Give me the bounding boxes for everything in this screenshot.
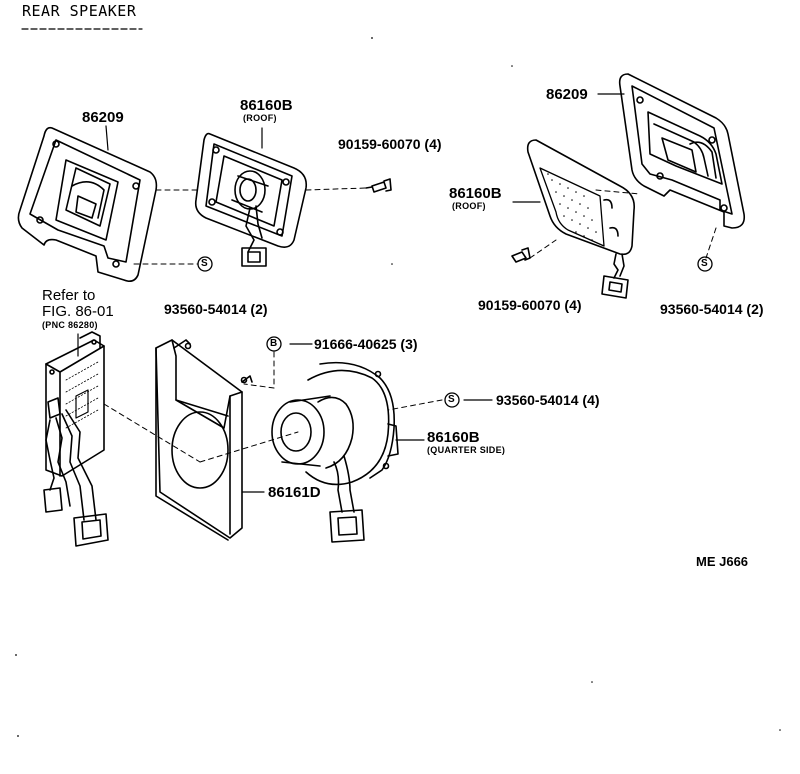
- badge-s-clip-left: S: [201, 258, 208, 269]
- label-speaker-roof-left: 86160B: [240, 97, 293, 114]
- screw-left-part: [365, 178, 392, 193]
- label-speaker-quarter-note: (QUARTER SIDE): [427, 445, 506, 455]
- speaker-roof-left-part: [194, 132, 308, 267]
- label-clip-right: 93560-54014 (2): [660, 301, 764, 317]
- reference-line-3: (PNC 86280): [42, 320, 98, 330]
- label-speaker-roof-left-note: (ROOF): [243, 113, 277, 123]
- screw-right-part: [511, 247, 531, 263]
- speaker-quarter-part: [271, 361, 399, 543]
- label-cover-left: 86209: [82, 109, 124, 126]
- label-bracket: 86161D: [268, 484, 321, 501]
- label-cover-right: 86209: [546, 86, 588, 103]
- label-speaker-roof-right-note: (ROOF): [452, 201, 486, 211]
- leader-lines: [77, 93, 625, 493]
- label-clip-left: 93560-54014 (2): [164, 301, 268, 317]
- diagram-code: ME J666: [696, 554, 749, 569]
- label-bolt: 91666-40625 (3): [314, 336, 418, 352]
- label-screw-left: 90159-60070 (4): [338, 136, 442, 152]
- reference-line-1: Refer to: [42, 287, 96, 304]
- bracket-part: [155, 339, 253, 541]
- badge-shapes: [197, 256, 713, 408]
- badge-s-clip-right: S: [701, 258, 708, 269]
- amplifier-module-part: [43, 331, 109, 547]
- diagram-title: REAR SPEAKER: [22, 2, 137, 20]
- speaker-roof-right-part: [526, 139, 636, 299]
- assembly-guide-lines: [103, 187, 717, 463]
- badge-s-clip-quarter: S: [448, 394, 455, 405]
- cover-left-part: [17, 126, 158, 282]
- label-speaker-quarter: 86160B: [427, 429, 480, 446]
- reference-line-2: FIG. 86-01: [42, 303, 114, 320]
- label-clip-quarter: 93560-54014 (4): [496, 392, 600, 408]
- scan-specks: [15, 37, 781, 737]
- label-speaker-roof-right: 86160B: [449, 185, 502, 202]
- cover-right-part: [618, 73, 746, 229]
- label-screw-right: 90159-60070 (4): [478, 297, 582, 313]
- badge-b-bolt: B: [270, 338, 278, 349]
